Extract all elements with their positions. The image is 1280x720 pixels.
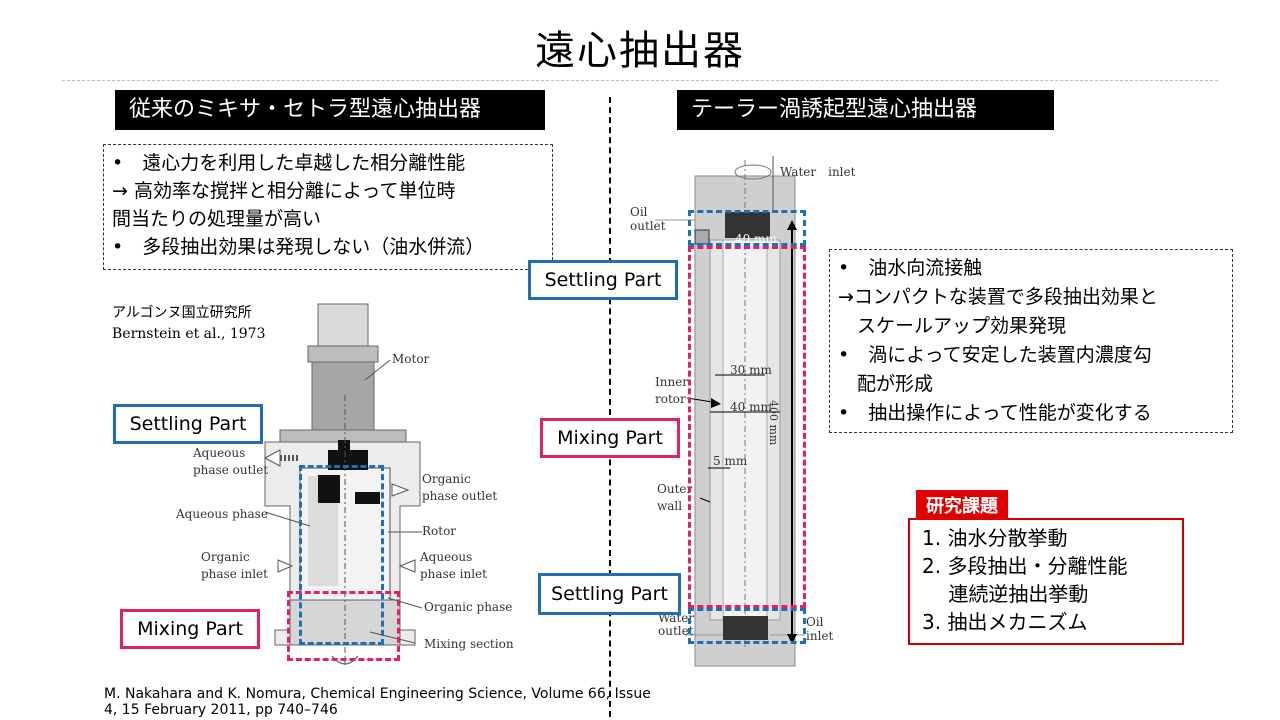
left-bullet-line: 間当たりの処理量が高い xyxy=(112,208,322,230)
taylor-vortex-diagram xyxy=(655,156,805,667)
label-organic-inlet: phase inlet xyxy=(201,567,268,581)
label-aqueous-outlet: phase outlet xyxy=(193,463,269,477)
center-divider xyxy=(609,97,611,717)
label-inner-rotor: Inner xyxy=(655,375,689,389)
left-bullet-box: • 遠心力を利用した卓越した相分離性能 → 高効率な撹拌と相分離によって単位時 … xyxy=(103,144,553,270)
research-item: 3. 抽出メカニズム xyxy=(922,610,1088,634)
label-organic-outlet: phase outlet xyxy=(422,489,498,503)
page-title: 遠心抽出器 xyxy=(535,28,745,74)
research-item: 2. 多段抽出・分離性能 xyxy=(922,554,1128,578)
label-dim-5: 5 mm xyxy=(713,454,748,468)
label-oil-outlet: outlet xyxy=(630,219,666,233)
label-dim-40: 40 mm xyxy=(730,400,772,414)
label-outer-wall: Outer xyxy=(657,482,693,496)
mixer-settler-diagram xyxy=(263,303,423,665)
mixing-region-outline xyxy=(287,591,400,661)
research-topics-header: 研究課題 xyxy=(916,490,1008,520)
left-bullet-line: → 高効率な撹拌と相分離によって単位時 xyxy=(112,180,456,202)
label-water-outlet: outlet xyxy=(658,624,694,638)
citation-line: 4, 15 February 2011, pp 740–746 xyxy=(104,702,338,718)
settling-part-top-label: Settling Part xyxy=(528,260,678,300)
right-bullet-line: • 渦によって安定した装置内濃度勾 xyxy=(838,344,1152,366)
label-mixing-section: Mixing section xyxy=(424,637,514,651)
right-header: テーラー渦誘起型遠心抽出器 xyxy=(677,90,1054,130)
settling-region-outline xyxy=(299,465,384,645)
label-aqueous-outlet: Aqueous xyxy=(193,446,246,460)
label-oil-inlet: Oil xyxy=(806,615,824,629)
research-topics-box: 1. 油水分散挙動 2. 多段抽出・分離性能 連続逆抽出挙動 3. 抽出メカニズ… xyxy=(908,518,1184,645)
research-item: 連続逆抽出挙動 xyxy=(922,582,1089,606)
label-oil-inlet: inlet xyxy=(806,629,834,643)
label-aqueous-inlet: phase inlet xyxy=(420,567,487,581)
label-water-inlet: Water inlet xyxy=(780,165,856,179)
right-bullet-line: →コンパクトな装置で多段抽出効果と xyxy=(838,286,1158,308)
title-divider xyxy=(62,80,1218,81)
research-item: 1. 油水分散挙動 xyxy=(922,526,1068,550)
label-organic-phase: Organic phase xyxy=(424,600,513,614)
label-aqueous-inlet: Aqueous xyxy=(420,550,473,564)
right-bullet-box: • 油水向流接触 →コンパクトな装置で多段抽出効果と スケールアップ効果発現 •… xyxy=(829,249,1233,433)
settling-part-bottom-label: Settling Part xyxy=(538,573,681,615)
label-aqueous-phase: Aqueous phase xyxy=(176,507,268,521)
left-bullet-line: • 遠心力を利用した卓越した相分離性能 xyxy=(112,152,466,174)
citation-line: M. Nakahara and K. Nomura, Chemical Engi… xyxy=(104,686,651,702)
left-bullet-line: • 多段抽出効果は発現しない（油水併流） xyxy=(112,236,485,258)
label-organic-outlet: Organic xyxy=(422,472,471,486)
label-outer-wall: wall xyxy=(657,499,683,513)
right-bullet-line: スケールアップ効果発現 xyxy=(838,315,1067,337)
top-settling-region-outline xyxy=(688,210,806,246)
label-inner-rotor: rotor xyxy=(655,392,686,406)
source-org: アルゴンヌ国立研究所 xyxy=(112,305,252,321)
bottom-settling-region-outline xyxy=(688,608,806,644)
right-bullet-line: 配が形成 xyxy=(838,373,934,395)
label-oil-outlet: Oil xyxy=(630,205,648,219)
label-motor: Motor xyxy=(392,352,430,366)
label-dim-40-top: 40 mm xyxy=(735,232,777,246)
settling-part-label: Settling Part xyxy=(113,404,263,444)
label-organic-inlet: Organic xyxy=(201,550,250,564)
mixing-region-outline xyxy=(688,246,806,608)
label-dim-30: 30 mm xyxy=(730,363,772,377)
mixing-part-label: Mixing Part xyxy=(120,609,260,649)
right-bullet-line: • 油水向流接触 xyxy=(838,257,983,279)
mixing-part-label-right: Mixing Part xyxy=(540,418,680,458)
source-ref: Bernstein et al., 1973 xyxy=(112,326,266,342)
label-rotor: Rotor xyxy=(422,524,457,538)
right-bullet-line: • 抽出操作によって性能が変化する xyxy=(838,402,1152,424)
left-header: 従来のミキサ・セトラ型遠心抽出器 xyxy=(115,90,545,130)
